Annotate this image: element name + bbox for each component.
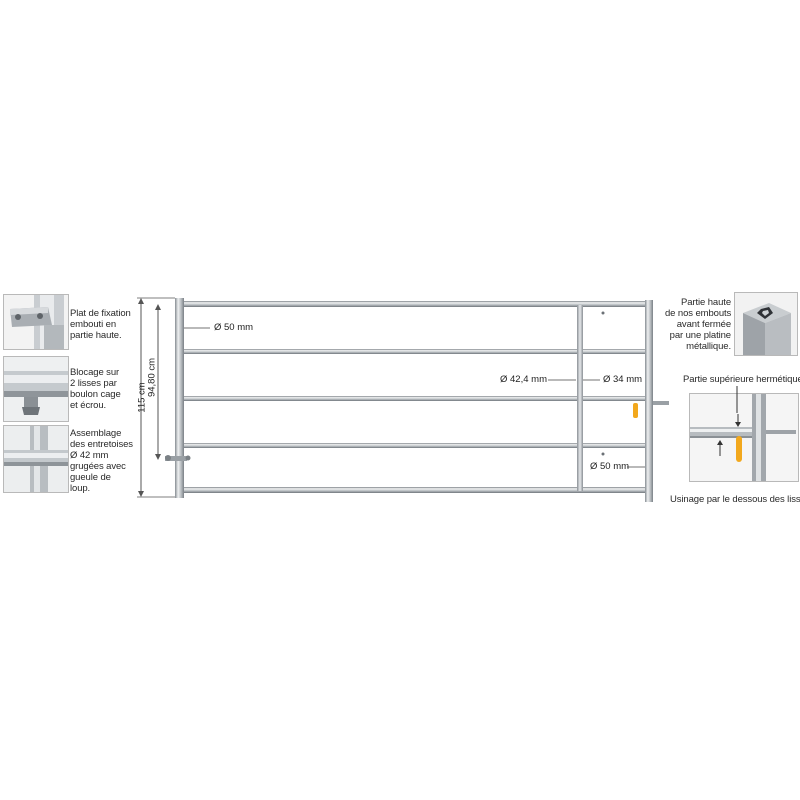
blocage-photo	[3, 356, 69, 422]
label-diam-slide: Ø 34 mm	[603, 374, 643, 385]
total-height-arrow	[137, 297, 175, 498]
caption-usinage: Usinage par le dessous des lisses	[670, 494, 800, 505]
right-post	[645, 300, 653, 502]
caption-assemblage: Assemblage des entretoises Ø 42 mm grugé…	[70, 428, 133, 494]
latch-pin	[653, 401, 669, 405]
rail-5	[180, 487, 646, 493]
label-diam-rail: Ø 42,4 mm	[500, 374, 547, 385]
rail-2	[180, 349, 646, 354]
fixation-plate-photo	[3, 294, 69, 350]
middle-spacer	[577, 305, 583, 491]
label-diam-top: Ø 50 mm	[214, 322, 254, 333]
left-post	[175, 298, 184, 498]
caption-partie-haute: Partie haute de nos embouts avant fermée…	[665, 297, 732, 352]
inner-height-arrow	[155, 304, 161, 460]
rail-1	[180, 301, 646, 307]
hermetic-detail-photo	[689, 393, 799, 482]
caption-fixation: Plat de fixation embouti en partie haute…	[70, 308, 131, 341]
caption-hermetique: Partie supérieure hermétique	[683, 374, 800, 385]
assemblage-photo	[3, 425, 69, 493]
rail-4	[180, 443, 646, 448]
hinge	[165, 455, 191, 461]
latch-handle	[633, 403, 638, 418]
label-diam-bottom: Ø 50 mm	[590, 461, 630, 472]
rail-3	[180, 396, 646, 401]
caption-blocage: Blocage sur 2 lisses par boulon cage et …	[70, 367, 121, 411]
end-cap-photo	[734, 292, 798, 356]
